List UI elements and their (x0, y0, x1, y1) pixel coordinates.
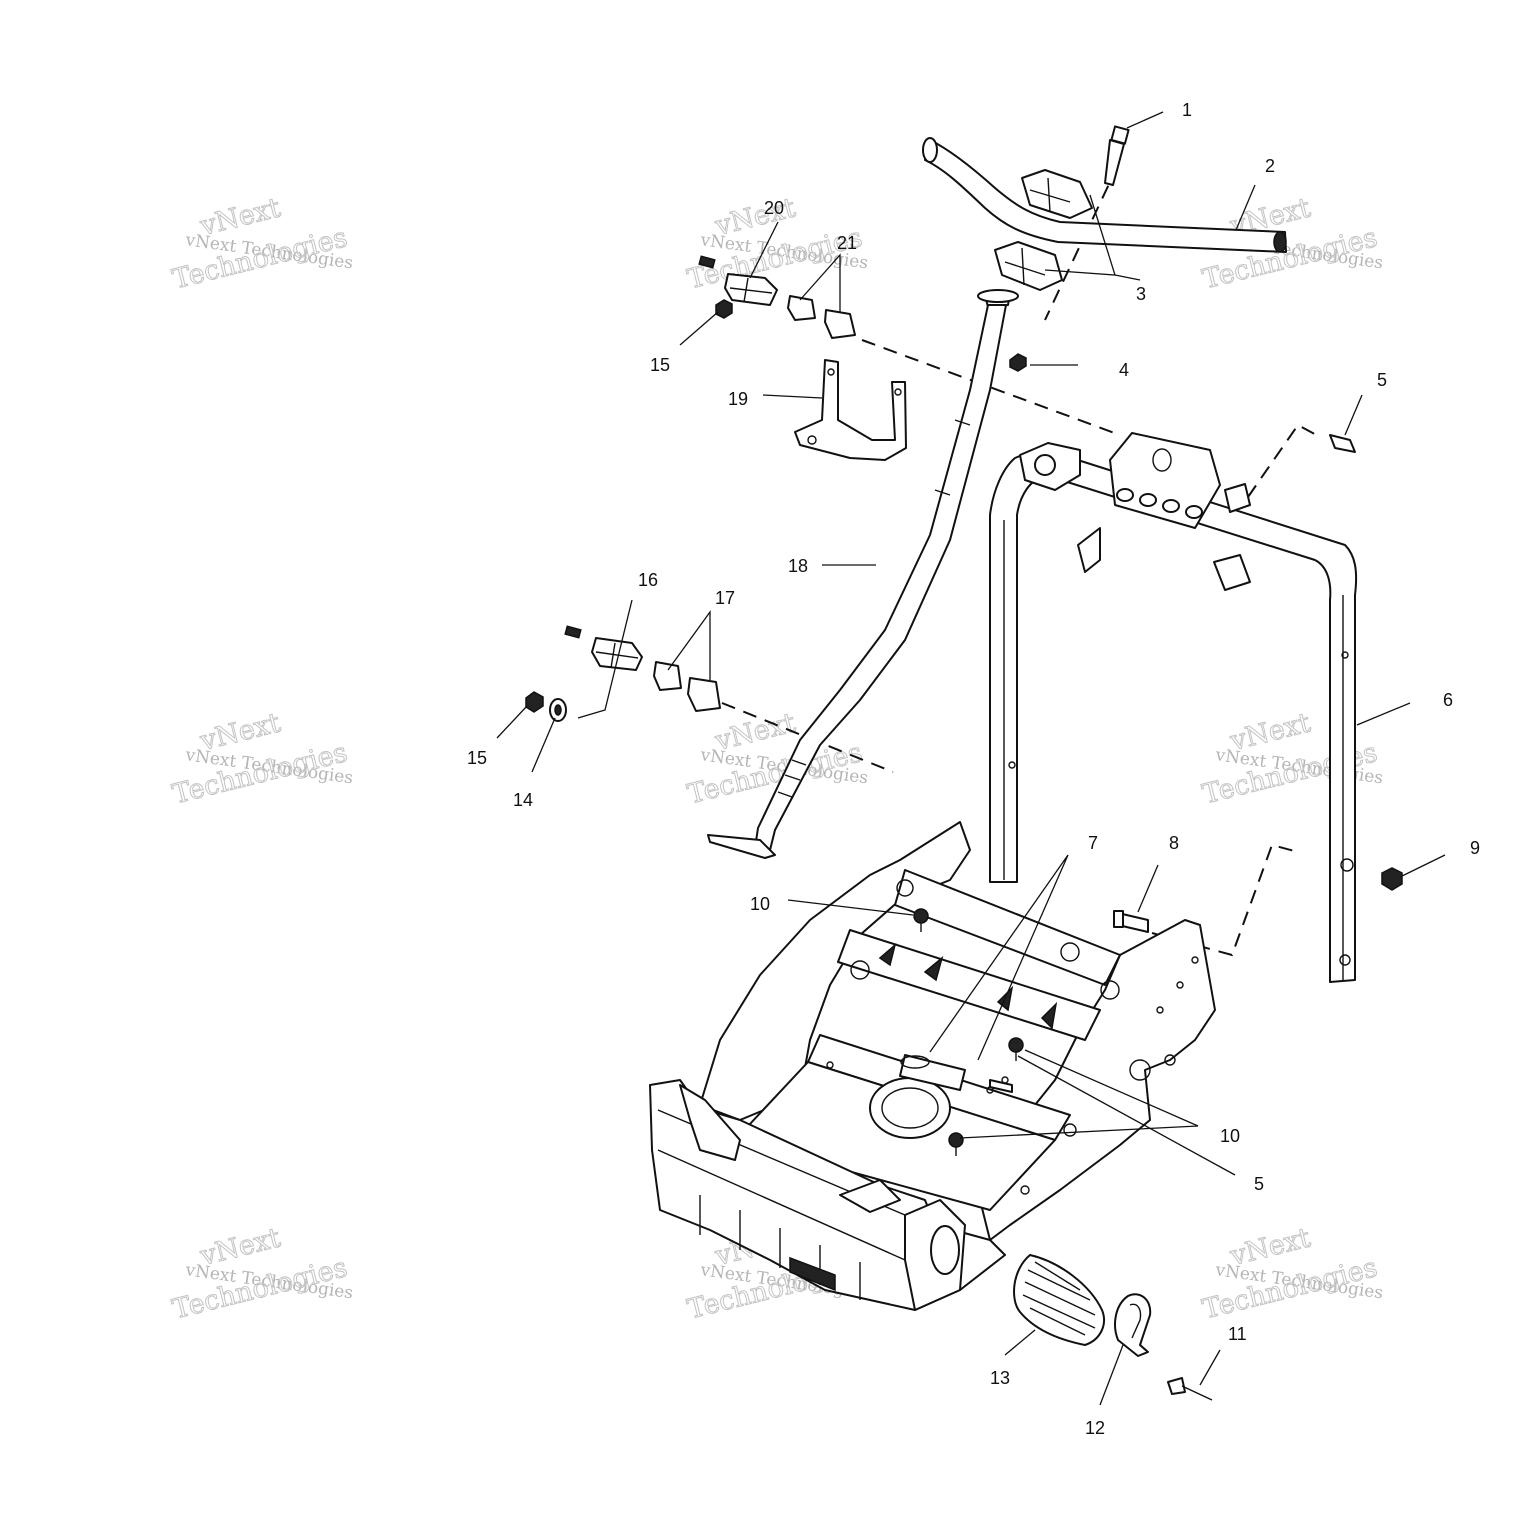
fastener-10-upper (913, 908, 929, 932)
callout-4: 4 (1119, 360, 1129, 380)
callout-15-upper: 15 (650, 355, 670, 375)
callout-3: 3 (1136, 284, 1146, 304)
callout-10-upper: 10 (750, 894, 770, 914)
watermark-vnext: vNext (196, 707, 283, 757)
callout-5-upper: 5 (1377, 370, 1387, 390)
callout-16: 16 (638, 570, 658, 590)
callout-1: 1 (1182, 100, 1192, 120)
callout-8: 8 (1169, 833, 1179, 853)
handlebar (922, 137, 1287, 253)
bolt-8 (1113, 910, 1149, 933)
callout-19: 19 (728, 389, 748, 409)
callout-12: 12 (1085, 1418, 1105, 1438)
callout-9: 9 (1470, 838, 1480, 858)
bolt-1 (1104, 125, 1130, 186)
callout-17: 17 (715, 588, 735, 608)
bolt-5-upper (1329, 434, 1356, 453)
assembly-line-plate-bolt (1247, 423, 1321, 498)
watermark-vnext: vNext (1226, 1222, 1313, 1272)
fastener-10-mid (1008, 1037, 1024, 1061)
callout-2: 2 (1265, 156, 1275, 176)
callout-11: 11 (1228, 1324, 1247, 1344)
nut-9 (1381, 867, 1403, 891)
chassis-frame (649, 821, 1216, 1311)
upper-steering-block (698, 255, 856, 339)
lower-steering-block (525, 625, 721, 722)
lower-clamp-base (994, 241, 1063, 291)
rivet-11 (1167, 1377, 1213, 1401)
leader-lines (496, 111, 1446, 1406)
watermark-vnext: vNext (196, 1222, 283, 1272)
watermark: vNext Technologies vNext Technologies (1199, 707, 1384, 811)
callout-15-lower: 15 (467, 748, 487, 768)
fastener-10-lower (948, 1132, 964, 1156)
watermark-vnext: vNext (1226, 707, 1313, 757)
steering-post (707, 289, 1019, 859)
upper-clamp-cap (1021, 169, 1093, 219)
watermark: vNext Technologies vNext Technologies (169, 1222, 354, 1326)
boot-13 (1013, 1254, 1105, 1346)
watermark-vnext: vNext (711, 192, 798, 242)
watermark-vnext: vNext (196, 192, 283, 242)
callout-labels: 1 2 3 4 5 6 7 8 9 10 10 5 11 12 13 14 15… (467, 100, 1480, 1438)
callout-14: 14 (513, 790, 533, 810)
callout-7: 7 (1088, 833, 1098, 853)
watermark: vNext Technologies vNext Technologies (1199, 1222, 1384, 1326)
callout-20: 20 (764, 198, 784, 218)
watermark: vNext Technologies vNext Technologies (169, 707, 354, 811)
callout-10-lower: 10 (1220, 1126, 1240, 1146)
watermark: vNext Technologies vNext Technologies (169, 192, 354, 296)
callout-18: 18 (788, 556, 808, 576)
frame-holes (826, 879, 1199, 1195)
callout-13: 13 (990, 1368, 1010, 1388)
upper-frame-hoop (989, 432, 1358, 983)
watermark-vnext: vNext (711, 707, 798, 757)
assembly-line-hoop-bolt (1151, 843, 1299, 957)
assembly-line-bolt (1044, 164, 1119, 321)
nut-4 (1009, 353, 1027, 372)
callout-5-lower: 5 (1254, 1174, 1264, 1194)
steering-bracket (794, 359, 907, 461)
clip-12 (1114, 1293, 1152, 1357)
callout-6: 6 (1443, 690, 1453, 710)
callout-21: 21 (837, 233, 857, 253)
